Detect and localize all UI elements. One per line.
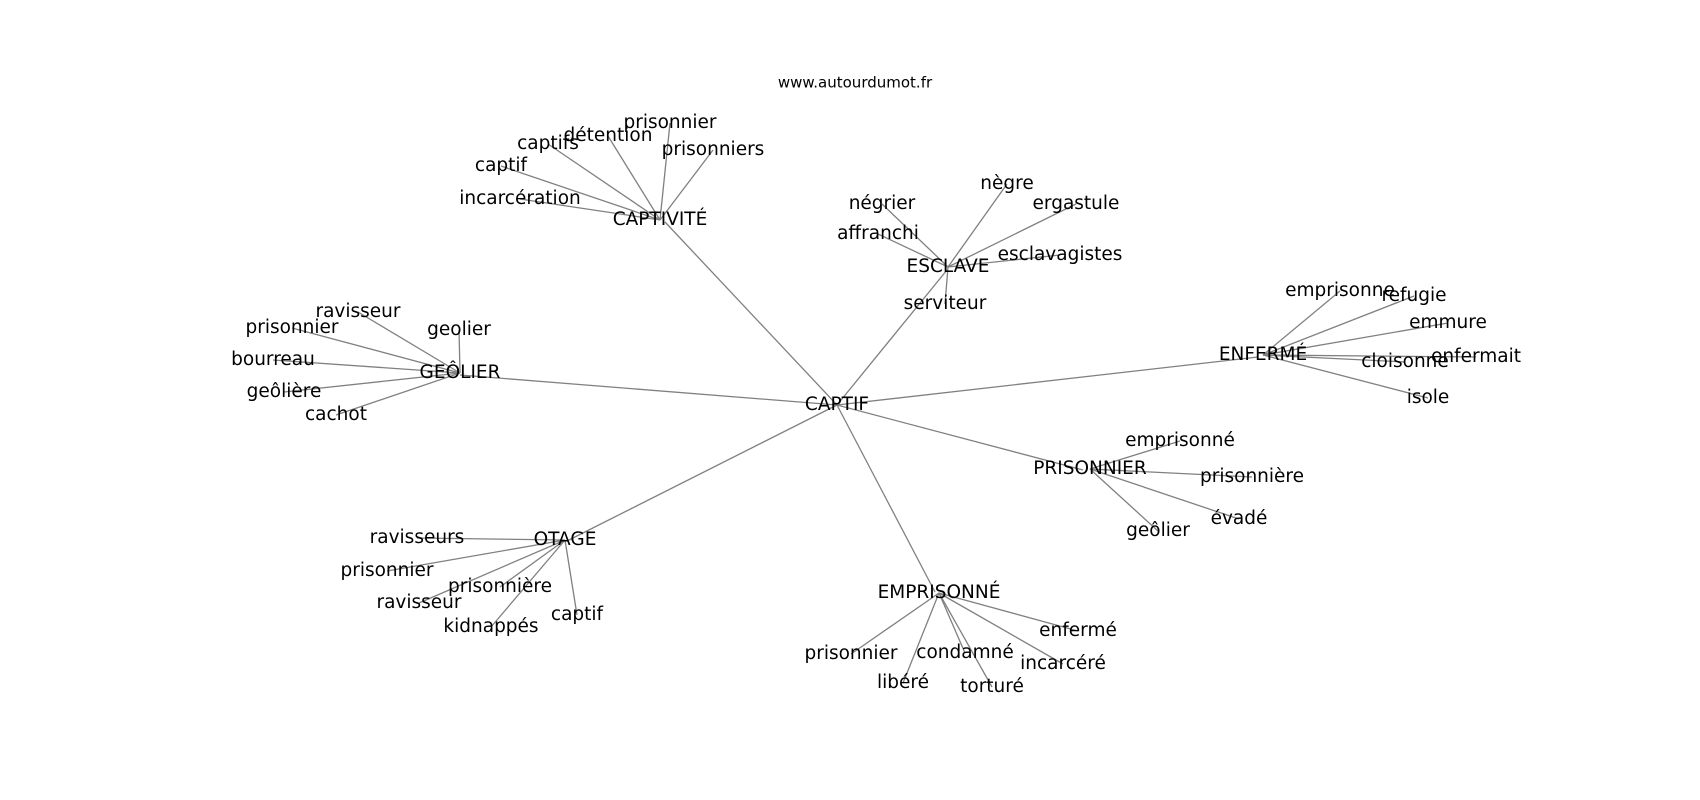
edge-hub-to-word bbox=[1262, 322, 1449, 356]
hub-word: GEÔLIER bbox=[420, 361, 501, 383]
edge-hub-to-word bbox=[938, 592, 993, 688]
related-word: détention bbox=[564, 125, 653, 146]
related-word: cloisonne bbox=[1361, 351, 1449, 372]
related-word: incarcération bbox=[459, 188, 581, 209]
edge-hub-to-word bbox=[944, 266, 949, 305]
graph-edges bbox=[272, 122, 1477, 688]
edge-hub-to-word bbox=[947, 254, 1061, 268]
edge-hub-to-word bbox=[1089, 468, 1240, 520]
edge-hub-to-word bbox=[416, 537, 566, 541]
related-word: négrier bbox=[849, 193, 916, 214]
edge-center-to-hub bbox=[459, 374, 838, 406]
hub-word: ESCLAVE bbox=[907, 256, 990, 277]
edge-hub-to-word bbox=[490, 539, 566, 628]
related-word: torturé bbox=[960, 676, 1024, 697]
related-word: emprisonne bbox=[1285, 280, 1395, 301]
related-word: captifs bbox=[517, 133, 579, 154]
hub-word: ENFERMÉ bbox=[1219, 343, 1307, 365]
edge-hub-to-word bbox=[659, 149, 714, 221]
edge-center-to-hub bbox=[836, 269, 948, 406]
related-word: geôlière bbox=[247, 381, 322, 402]
hub-word: PRISONNIER bbox=[1033, 458, 1147, 479]
edge-hub-to-word bbox=[659, 122, 671, 221]
edge-hub-to-word bbox=[357, 311, 461, 374]
edge-hub-to-word bbox=[519, 198, 661, 221]
related-word: prisonnier bbox=[245, 317, 338, 338]
edge-hub-to-word bbox=[1262, 290, 1341, 356]
edge-hub-to-word bbox=[386, 539, 566, 572]
edge-hub-to-word bbox=[938, 592, 1079, 632]
related-word: bourreau bbox=[231, 349, 315, 370]
edge-hub-to-word bbox=[272, 359, 461, 374]
center-word: CAPTIF bbox=[805, 394, 869, 415]
source-url: www.autourdumot.fr bbox=[778, 74, 933, 92]
related-word: libéré bbox=[877, 672, 929, 693]
edge-hub-to-word bbox=[1089, 468, 1159, 532]
edge-hub-to-word bbox=[850, 592, 940, 655]
hub-word: OTAGE bbox=[534, 529, 597, 550]
related-word: serviteur bbox=[904, 293, 987, 314]
edge-center-to-hub bbox=[566, 404, 838, 542]
edge-hub-to-word bbox=[938, 592, 1064, 665]
edge-hub-to-word bbox=[547, 143, 661, 221]
related-word: affranchi bbox=[837, 223, 919, 244]
related-word: emprisonné bbox=[1125, 430, 1235, 451]
related-word: geolier bbox=[427, 319, 491, 340]
related-word: prisonniers bbox=[662, 139, 765, 160]
graph-labels: www.autourdumot.fr CAPTIF CAPTIVITÉ prison… bbox=[231, 74, 1521, 698]
related-word: cachot bbox=[305, 404, 367, 425]
edge-hub-to-word bbox=[1262, 354, 1406, 363]
related-word: esclavagistes bbox=[998, 244, 1123, 265]
edge-hub-to-word bbox=[1262, 354, 1429, 399]
edge-hub-to-word bbox=[458, 329, 461, 374]
related-word: emmure bbox=[1409, 312, 1487, 333]
hub-word: CAPTIVITÉ bbox=[613, 208, 708, 230]
edge-hub-to-word bbox=[283, 372, 461, 393]
hub-word: EMPRISONNÉ bbox=[878, 581, 1001, 603]
edge-hub-to-word bbox=[877, 233, 949, 268]
related-word: enfermait bbox=[1431, 346, 1521, 367]
related-word: prisonnière bbox=[448, 576, 552, 597]
related-word: incarcéré bbox=[1020, 653, 1106, 674]
related-word: prisonnière bbox=[1200, 466, 1304, 487]
related-word: ravisseur bbox=[315, 301, 400, 322]
related-word: ravisseurs bbox=[370, 527, 465, 548]
related-word: isole bbox=[1407, 387, 1450, 408]
related-word: enfermé bbox=[1039, 620, 1117, 641]
edge-hub-to-word bbox=[418, 539, 566, 604]
edge-center-to-hub bbox=[836, 356, 1259, 406]
edge-center-to-hub bbox=[836, 404, 936, 593]
related-word: captif bbox=[551, 604, 604, 625]
edge-center-to-hub bbox=[836, 404, 1084, 471]
edge-hub-to-word bbox=[607, 135, 661, 221]
edge-hub-to-word bbox=[564, 539, 578, 616]
related-word: refugie bbox=[1381, 285, 1446, 306]
edge-hub-to-word bbox=[291, 327, 461, 374]
related-word: captif bbox=[475, 155, 528, 176]
edge-hub-to-word bbox=[500, 165, 661, 221]
related-word: condamné bbox=[916, 642, 1013, 663]
edge-hub-to-word bbox=[1262, 295, 1415, 356]
edge-hub-to-word bbox=[499, 539, 566, 588]
edge-hub-to-word bbox=[902, 592, 940, 684]
related-word: prisonnier bbox=[804, 643, 897, 664]
related-word: ravisseur bbox=[376, 592, 461, 613]
edge-hub-to-word bbox=[335, 372, 461, 416]
related-word: kidnappés bbox=[443, 616, 538, 637]
edge-hub-to-word bbox=[947, 203, 1077, 268]
related-word: prisonnier bbox=[340, 560, 433, 581]
related-word: évadé bbox=[1211, 508, 1268, 529]
edge-hub-to-word bbox=[938, 592, 966, 654]
edge-hub-to-word bbox=[1089, 468, 1253, 478]
related-word: prisonnier bbox=[623, 112, 716, 133]
related-word: geôlier bbox=[1126, 520, 1190, 541]
edge-center-to-hub bbox=[664, 221, 838, 406]
edge-hub-to-word bbox=[1262, 354, 1477, 358]
edge-hub-to-word bbox=[947, 183, 1008, 268]
related-word: nègre bbox=[980, 173, 1033, 194]
edge-hub-to-word bbox=[881, 203, 949, 268]
related-word: ergastule bbox=[1033, 193, 1120, 214]
edge-hub-to-word bbox=[1089, 440, 1181, 470]
